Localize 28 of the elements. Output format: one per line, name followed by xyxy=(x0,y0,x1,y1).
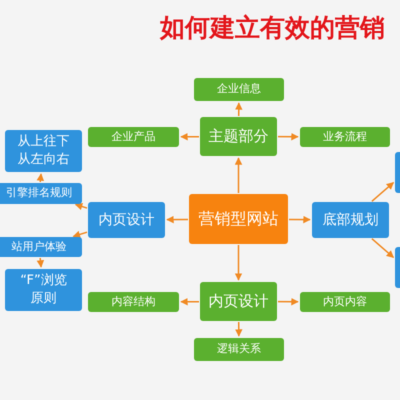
topic-box: 内容结构 xyxy=(88,292,179,312)
arrow xyxy=(72,230,88,238)
arrow xyxy=(36,258,44,268)
section-box: 底部规划 xyxy=(312,202,389,238)
arrow xyxy=(278,298,299,306)
topic-box: 企业信息 xyxy=(194,78,284,101)
arrow xyxy=(235,102,243,116)
arrow xyxy=(36,173,44,182)
arrow xyxy=(235,322,243,337)
topic-box: 内页内容 xyxy=(300,292,390,312)
title: 如何建立有效的营销 xyxy=(160,12,385,44)
arrow xyxy=(166,216,188,224)
topic-box: 逻辑关系 xyxy=(194,338,284,361)
arrow xyxy=(371,182,394,202)
arrow xyxy=(234,245,242,281)
section-box: 主题部分 xyxy=(200,117,277,156)
section-box: 内页设计 xyxy=(88,202,165,238)
arrow xyxy=(289,216,311,224)
topic-box: 企业产品 xyxy=(88,127,179,147)
central-box: 营销型网站 xyxy=(189,194,288,244)
arrow xyxy=(234,157,242,193)
section-box: 内页设计 xyxy=(200,282,277,321)
arrow xyxy=(180,133,199,140)
arrow xyxy=(180,298,199,306)
arrow xyxy=(278,133,299,140)
arrow xyxy=(371,238,394,258)
arrow xyxy=(74,202,88,210)
topic-box: 业务流程 xyxy=(300,127,390,147)
